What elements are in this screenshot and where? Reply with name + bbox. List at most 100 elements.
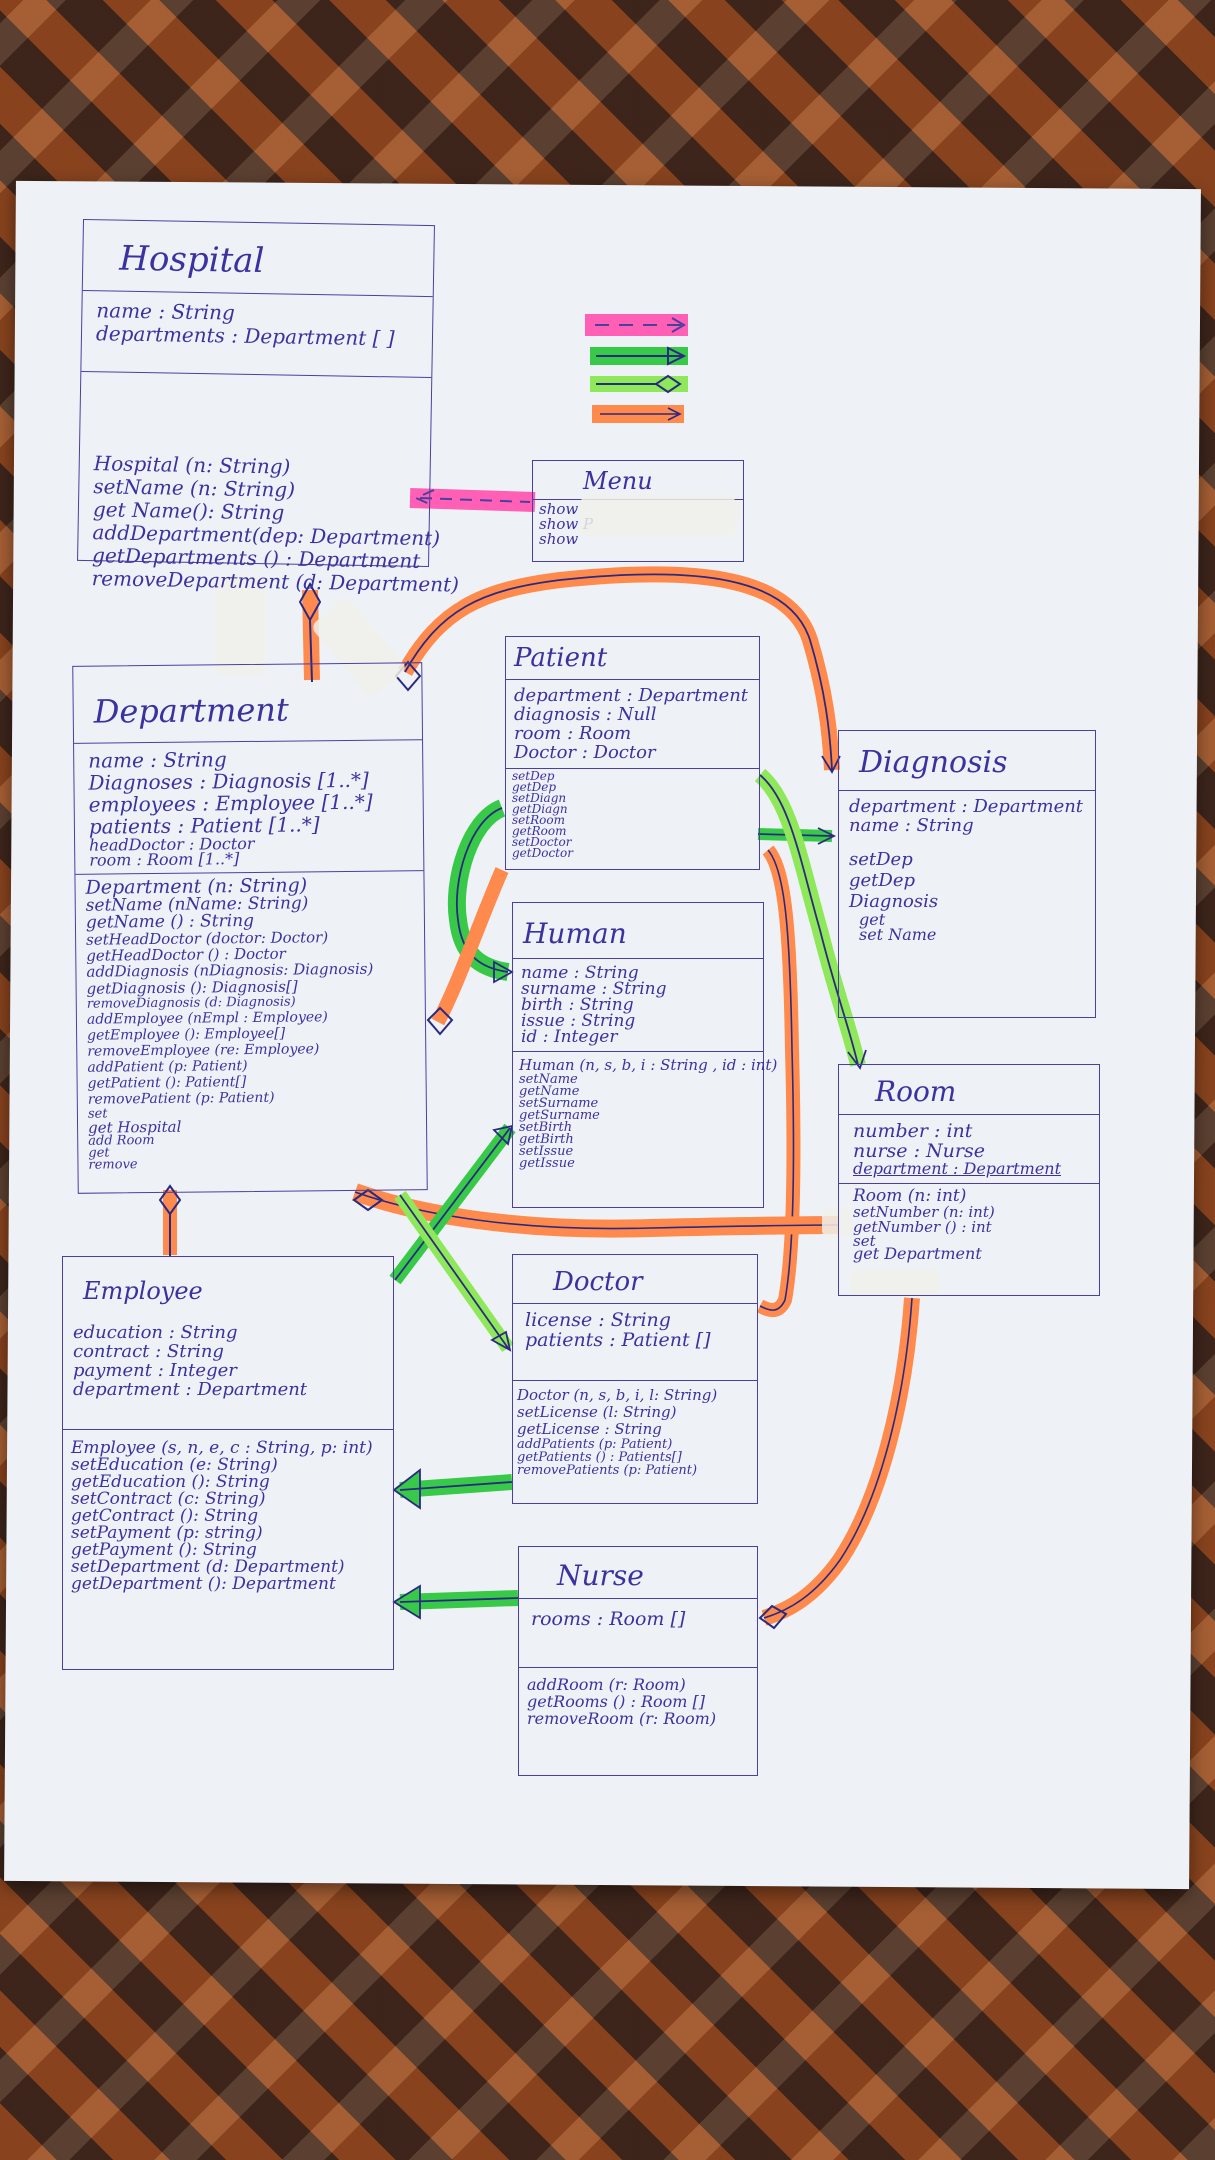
room-nurse-line (763, 1297, 913, 1619)
method: getIssue (519, 1156, 575, 1171)
class-title: Hospital (82, 219, 434, 298)
department-room-diamond (352, 1188, 384, 1212)
method: setNumber (n: int) (853, 1203, 995, 1221)
attribute: show (539, 530, 579, 548)
attribute: payment : Integer (73, 1360, 237, 1381)
methods: setDep getDep setDiagn getDiagn setRoom … (506, 769, 759, 861)
attribute: name : String (849, 815, 974, 836)
attribute: rooms : Room [] (531, 1608, 686, 1630)
method: getBirth (519, 1132, 574, 1147)
method: get (859, 910, 886, 929)
method: addPatients (p: Patient) (517, 1437, 673, 1452)
method: getLicense : String (517, 1420, 662, 1438)
methods: Hospital (n: String) setName (n: String)… (77, 372, 460, 604)
class-employee: Employee education : String contract : S… (62, 1256, 394, 1670)
method: removeDepartment (d: Department) (91, 566, 460, 597)
patient-human-line (456, 807, 514, 984)
attribute: id : Integer (521, 1027, 618, 1047)
attribute: show P (539, 515, 594, 533)
attribute: Doctor : Doctor (514, 742, 656, 763)
method: setRoom (512, 813, 565, 827)
legend-diamond-arrow (596, 374, 682, 394)
attribute: department : Department (514, 685, 749, 706)
method: get Department (853, 1244, 982, 1263)
attribute: license : String (525, 1309, 671, 1331)
method: removeRoom (r: Room) (527, 1709, 717, 1728)
attribute: education : String (73, 1322, 238, 1343)
attribute: name : String (521, 963, 639, 983)
attribute: birth : String (521, 995, 634, 1015)
patient-doctor-line (759, 849, 795, 1311)
method: setSurname (519, 1096, 599, 1111)
class-title: Room (839, 1065, 1099, 1115)
correction-fluid-patch (850, 1270, 940, 1296)
method: setDoctor (512, 835, 572, 849)
class-title: Diagnosis (839, 731, 1095, 791)
class-title: Department (73, 663, 423, 744)
attributes: number : int nurse : Nurse department : … (839, 1115, 1099, 1184)
attribute: show (539, 500, 579, 518)
attribute: diagnosis : Null (514, 704, 657, 725)
methods: Room (n: int) setNumber (n: int) getNumb… (839, 1184, 1099, 1265)
attribute: department : Department (73, 1379, 308, 1400)
correction-fluid-patch (580, 496, 736, 536)
class-diagnosis: Diagnosis department : Department name :… (838, 730, 1096, 1018)
methods: Department (n: String) setName (nName: S… (75, 871, 426, 1176)
class-department: Department name : String Diagnoses : Dia… (72, 662, 428, 1194)
attributes: license : String patients : Patient [] (513, 1304, 757, 1381)
methods: Employee (s, n, e, c : String, p: int) s… (63, 1430, 393, 1603)
method: setLicense (l: String) (517, 1403, 677, 1421)
department-patient-highlight (431, 867, 509, 1026)
class-title: Employee (83, 1277, 203, 1305)
attributes: name : String surname : String birth : S… (513, 959, 763, 1052)
attribute: surname : String (521, 979, 667, 999)
method: getContract (): String (71, 1506, 259, 1526)
class-title: Menu (533, 461, 743, 500)
attribute: employees : Employee [1..*] (88, 789, 373, 817)
method: setDiagn (512, 791, 567, 805)
doctor-employee-arrow (392, 1468, 513, 1510)
method: getPayment (): String (71, 1540, 257, 1560)
class-title: Nurse (519, 1547, 757, 1599)
method: setIssue (519, 1144, 574, 1159)
method: setDep (512, 769, 555, 783)
method: getName (519, 1084, 580, 1099)
methods: setDep getDep Diagnosis get set Name (839, 841, 1095, 950)
attribute: department : Department (853, 1159, 1062, 1178)
attribute: number : int (853, 1120, 973, 1142)
method: getEducation (): String (71, 1472, 270, 1492)
attribute: issue : String (521, 1011, 636, 1031)
methods: Doctor (n, s, b, i, l: String) setLicens… (513, 1381, 757, 1483)
attributes: name : String departments : Department [… (81, 290, 433, 379)
method: setPayment (p: string) (71, 1523, 263, 1543)
method: getDepartment (): Department (71, 1574, 336, 1594)
attributes: name : String Diagnoses : Diagnosis [1..… (74, 740, 424, 875)
hospital-department-diamond (298, 581, 322, 683)
employee-human-arrow (394, 1124, 514, 1281)
method: setDep (849, 849, 913, 870)
legend-orange-arrow (600, 407, 682, 421)
attributes: department : Department diagnosis : Null… (506, 680, 759, 769)
method: getRooms () : Room [] (527, 1692, 706, 1711)
method: getDiagn (512, 802, 568, 816)
legend (585, 314, 688, 423)
patient-doctor-highlight (756, 845, 801, 1318)
method: Diagnosis (849, 891, 939, 912)
method: getSurname (519, 1108, 600, 1123)
department-diagnosis-line (404, 573, 841, 774)
patient-room-line (759, 774, 867, 1070)
methods: Human (n, s, b, i : String , id : int) s… (513, 1052, 777, 1174)
nurse-employee-arrow (392, 1584, 519, 1620)
class-menu: Menu show show P show (532, 460, 744, 562)
class-title: Patient (506, 637, 759, 680)
method: getNumber () : int (853, 1218, 992, 1236)
method: getRoom (512, 824, 567, 838)
method: setName (519, 1072, 578, 1087)
method: getDep (512, 780, 557, 794)
method: setContract (c: String) (71, 1489, 266, 1509)
attribute: room : Room (514, 723, 632, 744)
method: addRoom (r: Room) (527, 1675, 686, 1694)
method: setEducation (e: String) (71, 1455, 278, 1475)
correction-fluid-patch (822, 1208, 852, 1238)
